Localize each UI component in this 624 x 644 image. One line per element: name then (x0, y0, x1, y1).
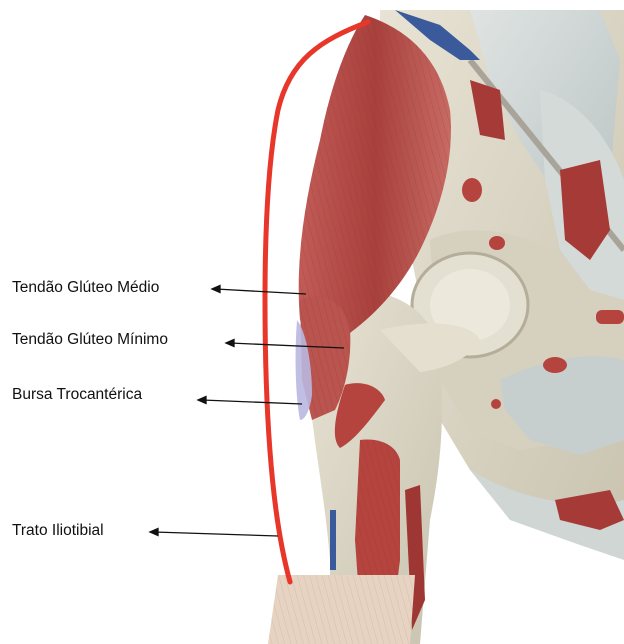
thigh-cross-section (268, 575, 415, 644)
arrow-iliotibial-tract (154, 532, 278, 536)
label-iliotibial-tract: Trato Iliotibial (12, 522, 104, 540)
arrow-gluteus-medius (216, 289, 306, 294)
label-trochanteric-bursa: Bursa Trocantérica (12, 386, 142, 404)
label-gluteus-minimus-tendon: Tendão Glúteo Mínimo (12, 331, 168, 349)
arrow-trochanteric-bursa (202, 400, 302, 404)
label-gluteus-medius-tendon: Tendão Glúteo Médio (12, 279, 159, 297)
